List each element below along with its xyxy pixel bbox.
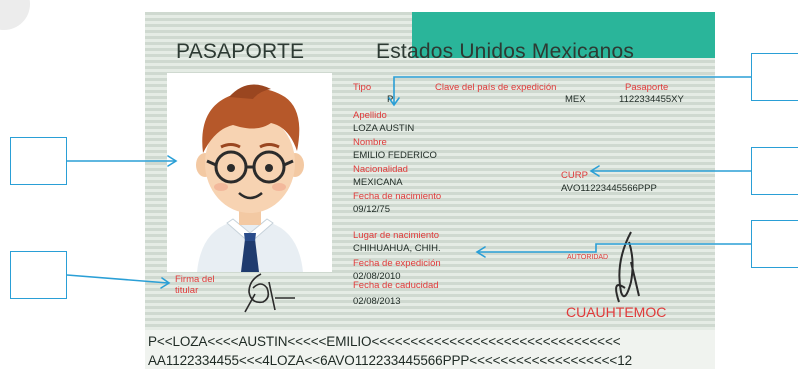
callout-box-signature — [10, 251, 67, 299]
issue-date-label: Fecha de expedición — [353, 258, 441, 269]
issuing-country-value: MEX — [565, 94, 586, 105]
mrz-line-2: AA1122334455<<<4LOZA<<6AVO112233445566PP… — [148, 353, 633, 368]
curp-value: AVO11223445566PPP — [561, 183, 657, 194]
corner-decoration — [0, 0, 30, 30]
authority-name: CUAUHTEMOC — [566, 304, 667, 320]
expiry-date-label: Fecha de caducidad — [353, 280, 439, 291]
birthdate-value: 09/12/75 — [353, 204, 390, 215]
callout-box-photo — [10, 137, 67, 185]
curp-label: CURP — [561, 170, 588, 181]
surname-label: Apellido — [353, 110, 387, 121]
signature-label-line2: titular — [175, 285, 199, 296]
nationality-label: Nacionalidad — [353, 164, 408, 175]
type-label: Tipo — [353, 82, 372, 93]
boy-with-glasses-icon — [196, 84, 304, 272]
passport-card: PASAPORTE Estados Unidos Mexicanos — [145, 12, 715, 369]
type-value: P — [387, 94, 394, 105]
passport-number-label: Pasaporte — [625, 82, 669, 93]
country-name: Estados Unidos Mexicanos — [376, 40, 635, 63]
birthdate-label: Fecha de nacimiento — [353, 191, 442, 202]
issuing-country-label: Clave del país de expedición — [435, 82, 557, 93]
nationality-value: MEXICANA — [353, 177, 403, 188]
name-value: EMILIO FEDERICO — [353, 150, 437, 161]
teal-strip — [412, 12, 715, 58]
passport-number-value: 1122334455XY — [619, 94, 684, 105]
mrz-line-1: P<<LOZA<<<<AUSTIN<<<<<EMILIO<<<<<<<<<<<<… — [148, 334, 621, 349]
birthplace-label: Lugar de nacimiento — [353, 230, 440, 241]
mrz-band — [145, 330, 715, 369]
callout-box-curp — [751, 147, 798, 195]
issue-date-value: 02/08/2010 — [353, 271, 401, 282]
callout-box-surname — [751, 53, 798, 101]
doc-title: PASAPORTE — [176, 40, 305, 63]
name-label: Nombre — [353, 137, 387, 148]
expiry-date-value: 02/08/2013 — [353, 296, 401, 307]
signature-label-line1: Firma del — [175, 274, 215, 285]
authority-label: AUTORIDAD — [567, 254, 609, 261]
holder-photo — [167, 73, 332, 272]
birthplace-value: CHIHUAHUA, CHIH. — [353, 243, 441, 254]
surname-value: LOZA AUSTIN — [353, 123, 415, 134]
callout-box-birthplace — [751, 220, 798, 268]
